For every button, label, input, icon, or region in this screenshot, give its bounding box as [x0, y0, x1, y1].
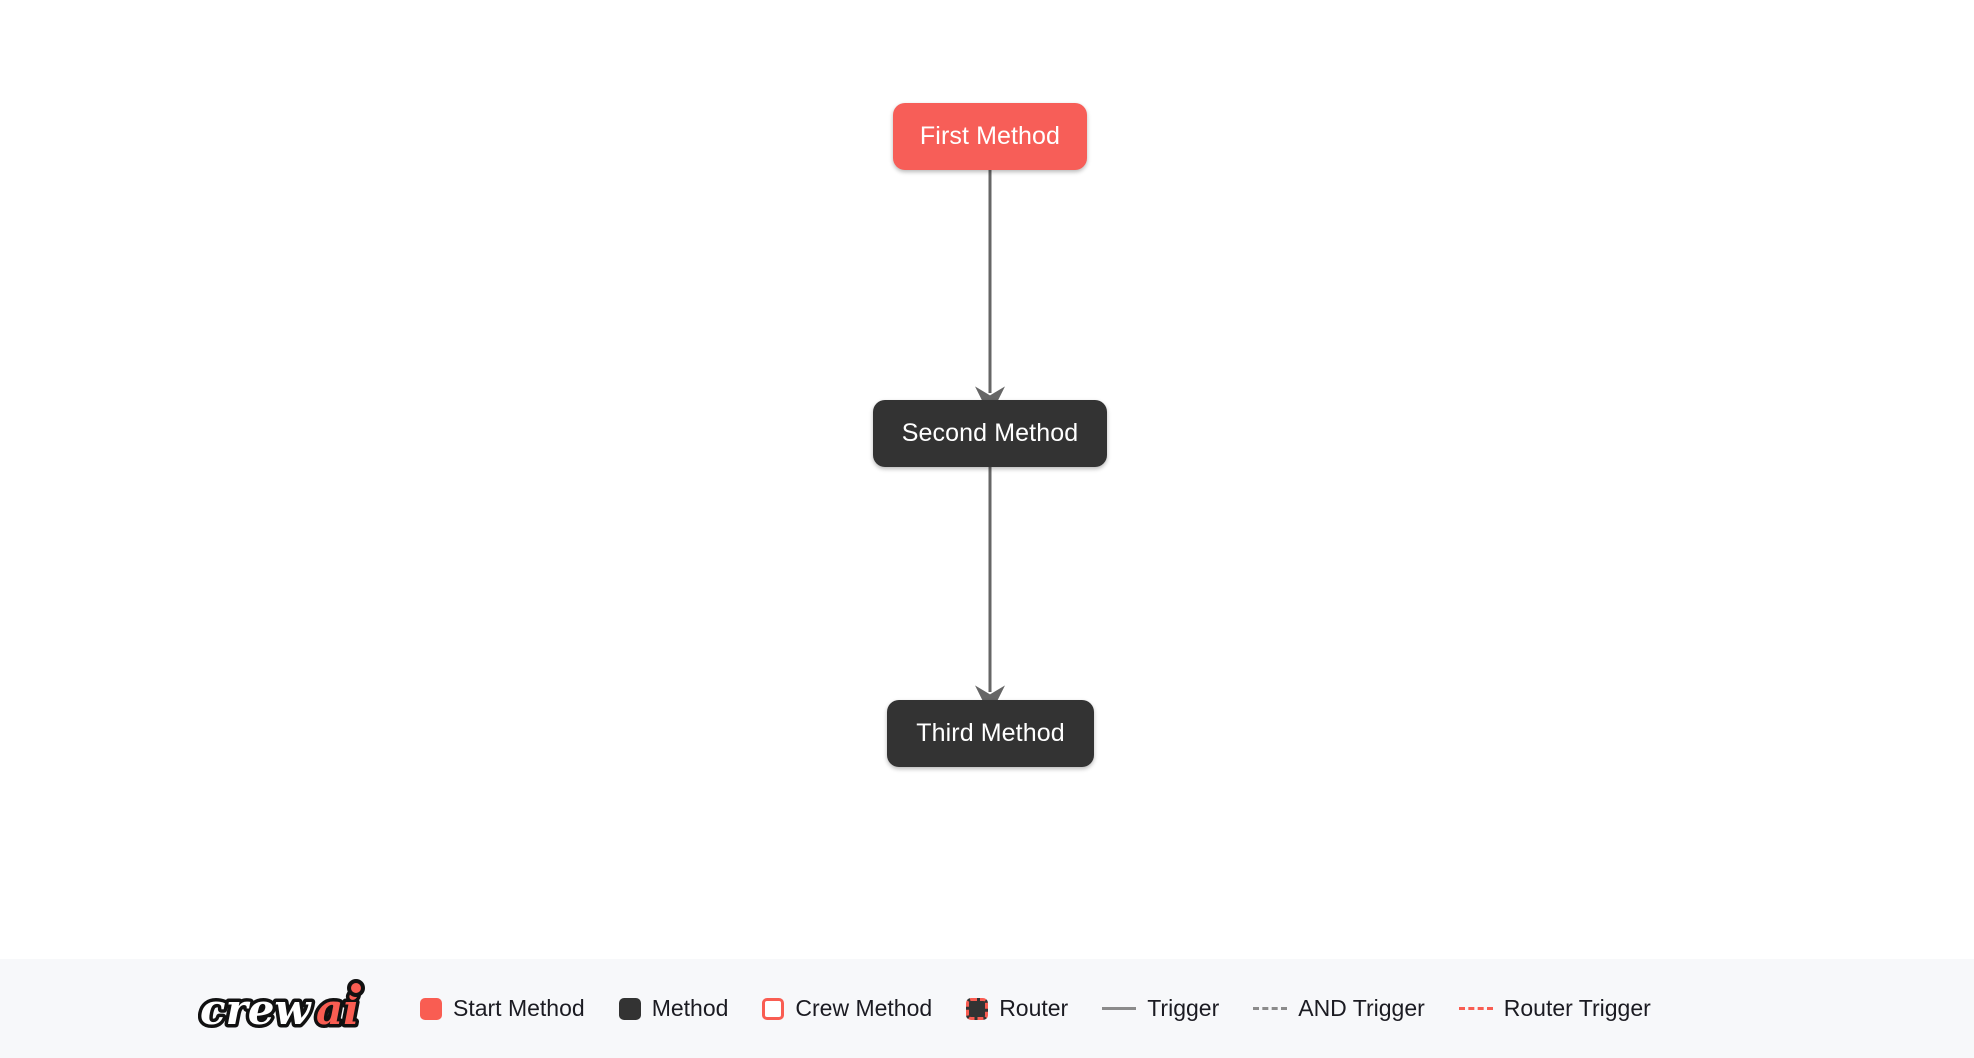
flow-edges-layer: [975, 170, 1005, 716]
flow-node-label: First Method: [919, 122, 1061, 150]
legend-label: Router: [999, 995, 1069, 1021]
legend-item-trigger: Trigger: [1102, 995, 1219, 1022]
trigger-line-icon: [1102, 1007, 1137, 1010]
legend-item-router: Router: [966, 995, 1068, 1022]
legend-label: Start Method: [453, 995, 585, 1021]
flow-node-third-method[interactable]: Third Method: [887, 700, 1094, 767]
and-trigger-line-icon: [1253, 1007, 1288, 1010]
legend-label: Router Trigger: [1503, 995, 1651, 1021]
method-swatch-icon: [618, 997, 641, 1020]
crew-method-swatch-icon: [762, 997, 785, 1020]
router-swatch-icon: [966, 997, 989, 1020]
legend-item-crew-method: Crew Method: [762, 995, 932, 1022]
legend-item-start-method: Start Method: [420, 995, 585, 1022]
flow-node-label: Second Method: [901, 419, 1079, 447]
start-method-swatch-icon: [420, 997, 442, 1020]
legend-bar: crew ai Start Method Method Crew Method …: [0, 959, 1974, 1058]
flow-canvas[interactable]: First Method Second Method Third Method: [0, 0, 1974, 959]
legend-label: AND Trigger: [1298, 995, 1425, 1021]
flow-node-first-method[interactable]: First Method: [893, 103, 1087, 170]
legend-item-router-trigger: Router Trigger: [1458, 995, 1651, 1022]
router-trigger-line-icon: [1458, 1007, 1493, 1010]
legend-item-method: Method: [618, 995, 729, 1022]
legend-item-and-trigger: AND Trigger: [1253, 995, 1425, 1022]
flow-node-label: Third Method: [916, 719, 1065, 747]
crewai-logo-dot: [347, 978, 365, 997]
legend-label: Crew Method: [795, 995, 933, 1021]
crewai-logo-crew: crew: [200, 985, 312, 1034]
flow-node-second-method[interactable]: Second Method: [873, 400, 1107, 467]
legend-label: Method: [651, 995, 729, 1021]
legend-label: Trigger: [1147, 995, 1220, 1021]
crewai-logo-mark: crew ai: [198, 978, 365, 1037]
crewai-logo: crew ai: [198, 978, 378, 1040]
